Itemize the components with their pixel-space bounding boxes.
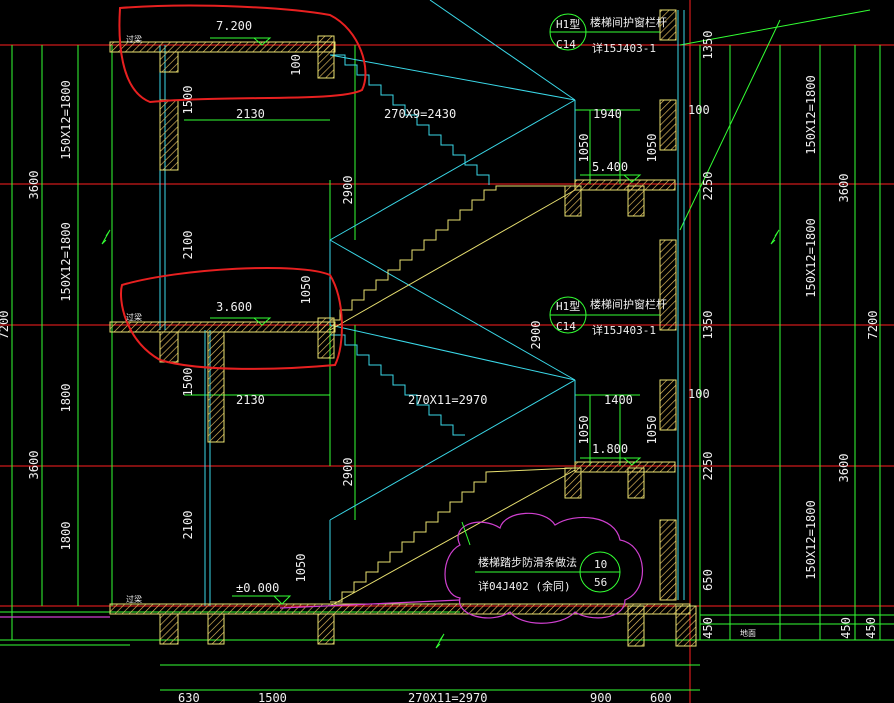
tag-beam-1: 过梁 [126,34,142,44]
railing-ref-mid: 详15J403-1 [592,323,656,337]
dim-right-2250-mid: 2250 [701,452,715,481]
dim-270x11: 270X11=2970 [408,393,487,407]
elevation-markers [210,37,642,605]
dim-right-1350-mid: 1350 [701,311,715,340]
dim-1050-a: 1050 [577,134,591,163]
dim-left-7200: 7200 [0,311,11,340]
dim-right-3600-top: 3600 [837,174,851,203]
dim-100-right-mid: 100 [688,387,710,401]
dim-1050-f: 1050 [294,554,308,583]
concrete-slabs [109,9,697,647]
dim-right-450a: 450 [701,617,715,639]
dim-bottom-600: 600 [650,691,672,703]
tag-beam-3: 过梁 [126,594,142,604]
dim-left-3600-bot: 3600 [27,451,41,480]
antislip-den: 56 [594,576,607,589]
revision-cloud [444,512,644,624]
elevation-1800: 1.800 [592,442,628,456]
dim-left-150x12-top: 150X12=1800 [59,80,73,159]
dim-2900-mid: 2900 [529,321,543,350]
dim-right-3600-bot: 3600 [837,454,851,483]
antislip-num: 10 [594,558,607,571]
dim-2100-top: 2100 [181,231,195,260]
dim-left-1800: 1800 [59,384,73,413]
stair-steps-yellow [329,185,576,607]
tag-beam-2: 过梁 [126,312,142,322]
elevation-5400: 5.400 [592,160,628,174]
dim-270x9: 270X9=2430 [384,107,456,121]
dim-2900-top: 2900 [341,176,355,205]
railing-callouts [461,13,660,593]
dim-bottom-270x11: 270X11=2970 [408,691,487,703]
elevation-3600: 3.600 [216,300,252,314]
dim-right-150x12-top: 150X12=1800 [804,75,818,154]
dim-100-top: 100 [289,54,303,76]
dim-1500-top: 1500 [181,86,195,115]
dim-1500-mid: 1500 [181,368,195,397]
dim-right-450c: 450 [864,617,878,639]
stair-flights [159,0,685,606]
dim-1940: 1940 [593,107,622,121]
railing-title-top: 楼梯间护窗栏杆 [590,15,667,29]
dim-right-650: 650 [701,569,715,591]
dim-left-1800-bot: 1800 [59,522,73,551]
dim-1050-b: 1050 [645,134,659,163]
dim-2900-bot: 2900 [341,458,355,487]
elevation-0000: ±0.000 [236,581,279,595]
dim-1400: 1400 [604,393,633,407]
dim-2130-mid: 2130 [236,393,265,407]
elevation-7200: 7.200 [216,19,252,33]
dim-right-2250-top: 2250 [701,172,715,201]
ground-line [0,512,644,624]
tag-ground: 地面 [740,628,756,638]
dim-100-right-top: 100 [688,103,710,117]
markup-circle-top [118,4,367,104]
dim-1050-e: 1050 [645,416,659,445]
railing-code-mid: C14 [556,320,576,333]
dim-right-150x12-bot: 150X12=1800 [804,500,818,579]
dim-right-150x12-mid: 150X12=1800 [804,218,818,297]
dim-2100-bot: 2100 [181,511,195,540]
railing-code-top: C14 [556,38,576,51]
railing-ref-top: 详15J403-1 [592,41,656,55]
dim-left-150x12-mid: 150X12=1800 [59,222,73,301]
markup-annotations [118,4,367,370]
dim-right-1350-top: 1350 [701,31,715,60]
antislip-ref: 详04J402 (余同) [478,579,571,593]
dim-bottom-1500: 1500 [258,691,287,703]
railing-type-mid: H1型 [556,299,580,313]
dim-2130-top: 2130 [236,107,265,121]
dim-1050-c: 1050 [299,276,313,305]
dim-1050-d: 1050 [577,416,591,445]
dim-right-450b: 450 [839,617,853,639]
dim-right-7200: 7200 [866,311,880,340]
railing-title-mid: 楼梯间护窗栏杆 [590,297,667,311]
markup-circle-mid [120,267,343,370]
dim-left-3600-top: 3600 [27,171,41,200]
dim-bottom-630: 630 [178,691,200,703]
railing-type-top: H1型 [556,17,580,31]
dim-bottom-900: 900 [590,691,612,703]
antislip-title: 楼梯踏步防滑条做法 [478,555,577,569]
